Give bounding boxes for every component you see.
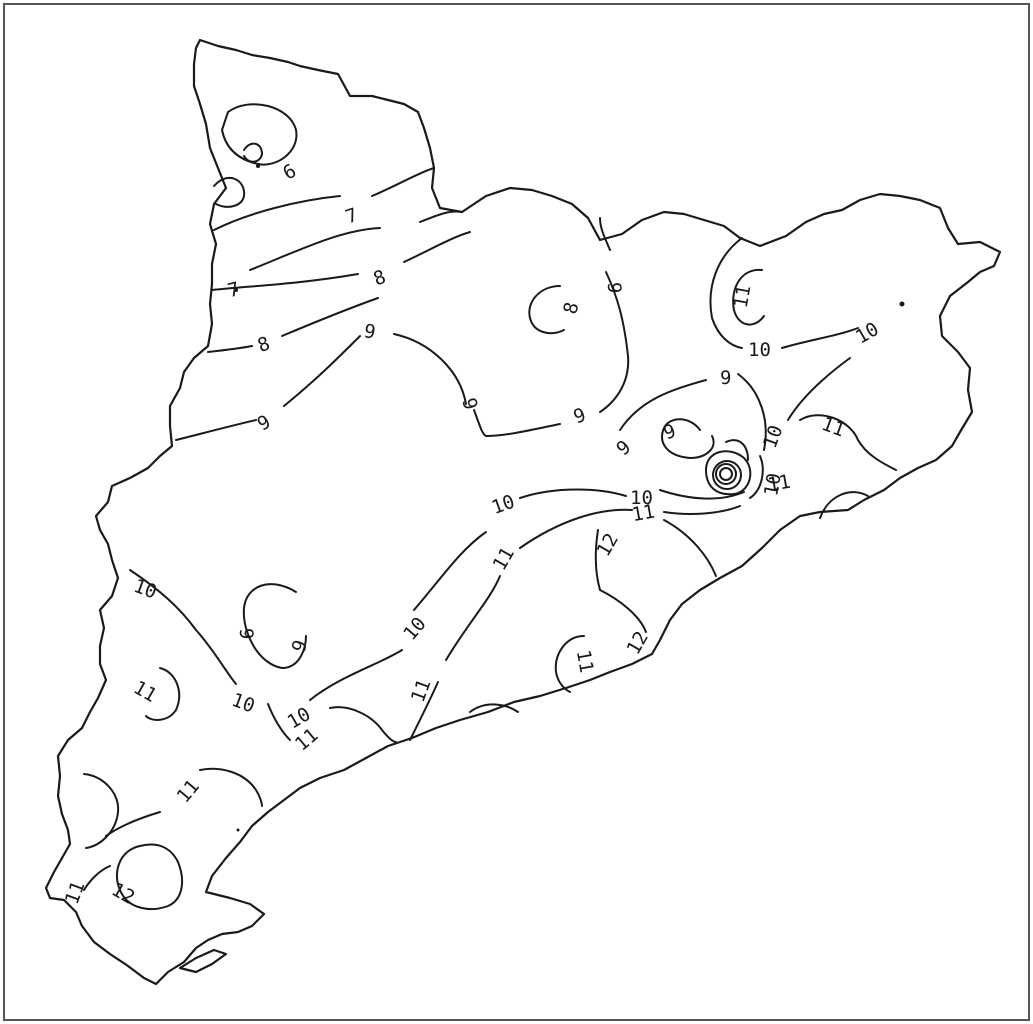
isoline-10-gradient-b — [663, 505, 741, 515]
label-10-ring: 10 — [760, 471, 786, 497]
map-dot-west — [234, 288, 238, 292]
isoline-9-loop — [661, 418, 715, 460]
isoline-6 — [220, 103, 298, 166]
label-9-southwest: 9 — [235, 628, 257, 639]
map-dot-south — [236, 828, 240, 832]
label-11-center-east: 11 — [630, 501, 656, 527]
label-8-west: 8 — [255, 332, 273, 357]
label-9-south-center: 9 — [571, 404, 589, 429]
label-10-west: 10 — [131, 575, 160, 604]
label-10-center-east: 10 — [630, 487, 653, 509]
label-9-center: 9 — [457, 395, 481, 412]
isoline-11-west — [329, 706, 397, 743]
isoline-11-loop — [732, 268, 765, 326]
isoline-8-loop — [528, 285, 565, 335]
isoline-11-south — [105, 767, 263, 837]
isoline-9 — [175, 333, 467, 441]
isoline-labels: 6 7 7 8 8 8 9 9 9 9 9 9 9 9 9 9 10 10 10… — [61, 160, 883, 909]
isoline-9-big — [619, 373, 767, 451]
label-ring-small: 11 — [766, 471, 792, 497]
label-10-southwest: 10 — [229, 689, 258, 718]
isoline-12-loop-south — [115, 843, 184, 910]
isolines — [83, 103, 905, 910]
label-11-far-south: 11 — [61, 878, 90, 907]
isoline-12-ne — [663, 519, 717, 577]
label-9-north-east: 9 — [603, 282, 625, 293]
isoline-10 — [129, 569, 291, 741]
label-10-center-south: 10 — [399, 613, 431, 645]
isoline-11-center — [409, 508, 633, 741]
label-7-north: 7 — [343, 204, 361, 229]
isoline-9-southwest — [242, 583, 307, 670]
label-9-west: 9 — [254, 411, 275, 436]
map-dot-east — [899, 301, 905, 307]
isoline-11-loop-sw — [145, 667, 181, 721]
map-dot-north — [256, 164, 260, 168]
isoline-7-loop — [213, 176, 246, 208]
label-11-center-south: 11 — [407, 676, 436, 705]
isoline-10-north — [709, 237, 859, 349]
label-9-center-north: 9 — [362, 320, 377, 344]
label-9-east-left: 9 — [612, 436, 635, 460]
isoline-10-east — [787, 357, 851, 421]
label-9-east-top: 9 — [720, 367, 731, 389]
label-10-center: 10 — [489, 491, 518, 520]
isoline-11-coast-south — [469, 703, 519, 713]
label-6-north: 6 — [279, 160, 300, 185]
label-11-east: 11 — [819, 413, 848, 442]
isoline-10-center — [309, 488, 627, 701]
label-11-south-west: 11 — [172, 776, 204, 808]
delta-island — [178, 948, 228, 974]
region-outline — [44, 38, 1002, 986]
concentric-rings — [705, 439, 764, 499]
isoline-11-loop-coast — [554, 635, 585, 693]
isoline-12 — [594, 529, 647, 633]
label-9-southwest-b: 9 — [288, 637, 313, 655]
label-11-coast: 11 — [572, 648, 598, 674]
isoline-10-gradient — [659, 489, 745, 500]
label-10-northeast: 10 — [748, 339, 771, 361]
label-11-southwest: 11 — [130, 676, 161, 706]
isoline-12-coast — [83, 865, 111, 891]
label-12-coast: 12 — [622, 628, 652, 659]
isoline-11-loop-south — [83, 773, 120, 849]
isoline-6-inner — [243, 142, 264, 163]
label-11-center: 11 — [488, 544, 518, 575]
label-10-east: 10 — [852, 318, 883, 348]
isoline-7-south — [249, 210, 463, 271]
isoline-11-east — [799, 414, 897, 471]
label-8-loop: 8 — [559, 300, 583, 317]
label-11-northeast: 11 — [730, 283, 756, 309]
label-7-west: 7 — [225, 278, 242, 302]
label-8-north: 8 — [371, 266, 389, 291]
isoline-8-west — [207, 297, 379, 353]
isoline-11-coast — [819, 491, 869, 519]
label-10-east-mid: 10 — [759, 422, 788, 451]
map-border — [3, 3, 1030, 1021]
isoline-9-east — [473, 217, 630, 438]
isoline-8 — [211, 231, 471, 291]
isoline-7 — [213, 167, 435, 231]
